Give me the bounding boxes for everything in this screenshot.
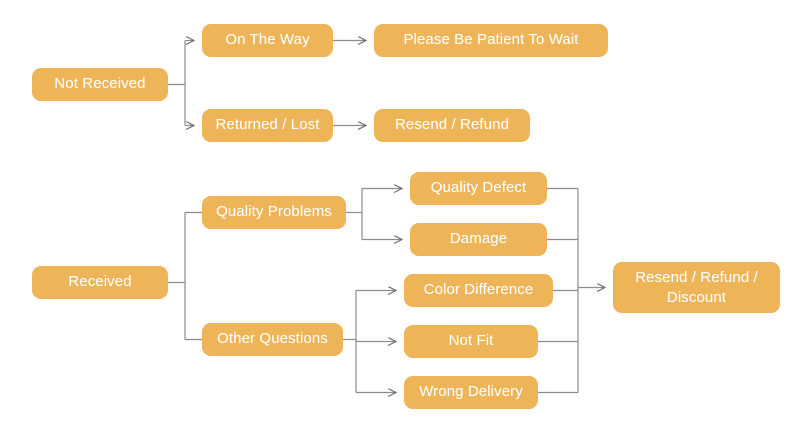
node-please-be-patient-to-wait[interactable]: Please Be Patient To Wait — [374, 24, 608, 57]
node-on-the-way[interactable]: On The Way — [202, 24, 333, 57]
node-other-questions[interactable]: Other Questions — [202, 323, 343, 356]
node-resend-refund-discount[interactable]: Resend / Refund / Discount — [613, 262, 780, 313]
node-wrong-delivery[interactable]: Wrong Delivery — [404, 376, 538, 409]
node-quality-defect[interactable]: Quality Defect — [410, 172, 547, 205]
node-color-difference[interactable]: Color Difference — [404, 274, 553, 307]
node-not-fit[interactable]: Not Fit — [404, 325, 538, 358]
node-not-received[interactable]: Not Received — [32, 68, 168, 101]
node-returned-lost[interactable]: Returned / Lost — [202, 109, 333, 142]
node-resend-refund[interactable]: Resend / Refund — [374, 109, 530, 142]
node-damage[interactable]: Damage — [410, 223, 547, 256]
node-quality-problems[interactable]: Quality Problems — [202, 196, 346, 229]
node-received[interactable]: Received — [32, 266, 168, 299]
